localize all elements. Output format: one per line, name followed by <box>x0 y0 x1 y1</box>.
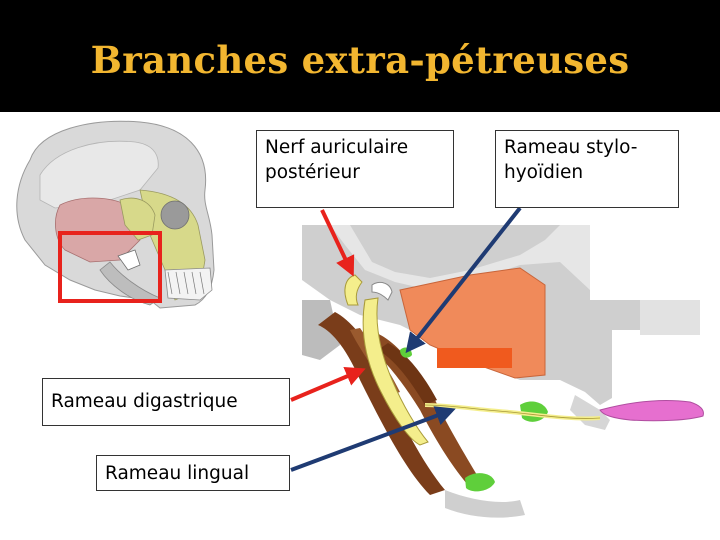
skull-illustration <box>17 121 214 308</box>
label-nerf-auriculaire-text: Nerf auriculaire postérieur <box>265 137 408 183</box>
label-rameau-digastrique-text: Rameau digastrique <box>51 391 238 412</box>
arrow-rameau-digastrique <box>291 370 362 400</box>
label-rameau-lingual: Rameau lingual <box>96 455 290 491</box>
label-rameau-lingual-text: Rameau lingual <box>105 463 249 484</box>
label-rameau-digastrique: Rameau digastrique <box>42 378 290 426</box>
label-nerf-auriculaire: Nerf auriculaire postérieur <box>256 130 454 208</box>
label-rameau-stylo: Rameau stylo- hyoïdien <box>495 130 679 208</box>
label-rameau-stylo-text: Rameau stylo- hyoïdien <box>504 137 637 183</box>
arrow-rameau-lingual <box>291 410 452 470</box>
